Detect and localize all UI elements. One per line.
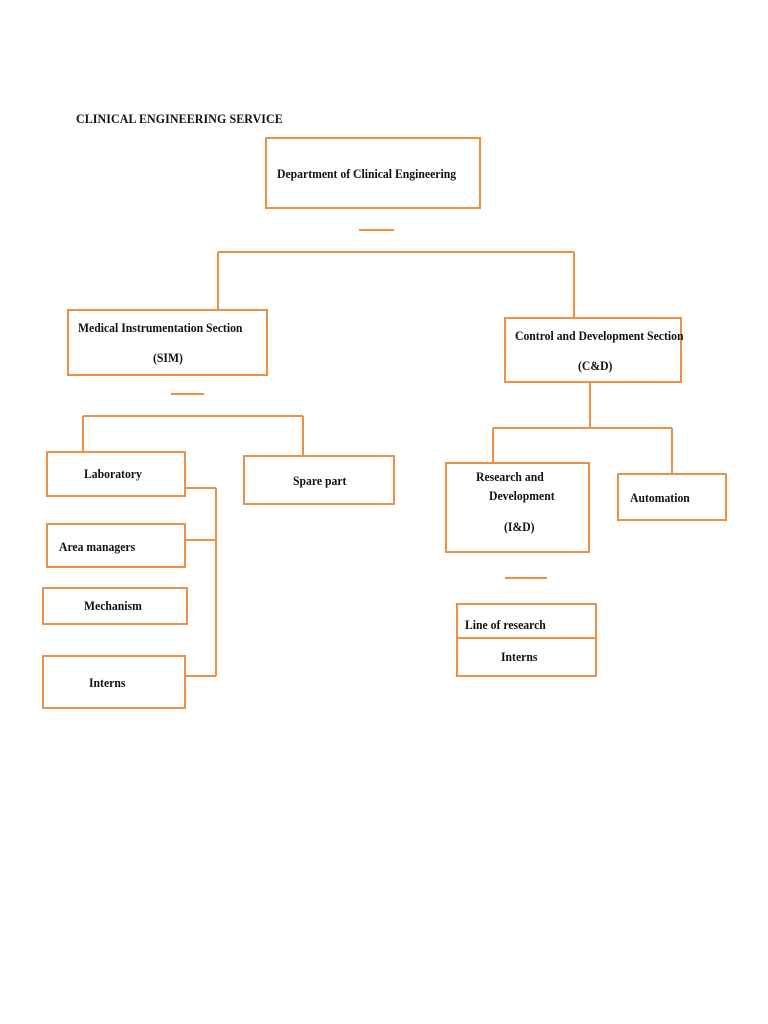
rd-label-line3: (I&D) <box>504 519 535 534</box>
laboratory-label: Laboratory <box>84 466 142 481</box>
rd-label-line1: Research and <box>476 469 544 484</box>
sim-label-line1: Medical Instrumentation Section <box>78 320 243 335</box>
interns-rd-box: Interns <box>456 637 597 677</box>
automation-label: Automation <box>630 490 690 505</box>
dept-box: Department of Clinical Engineering <box>265 137 481 209</box>
rd-label-line2: Development <box>489 488 555 503</box>
interns-sim-label: Interns <box>89 675 126 690</box>
mechanism-label: Mechanism <box>84 598 142 613</box>
line-of-research-box: Line of research <box>456 603 597 639</box>
interns-rd-label: Interns <box>501 649 538 664</box>
cd-label-line2: (C&D) <box>578 358 613 373</box>
spare-part-label: Spare part <box>293 473 347 488</box>
cd-box: Control and Development Section (C&D) <box>504 317 684 383</box>
line-of-research-label: Line of research <box>465 617 546 632</box>
spare-part-box: Spare part <box>243 455 395 505</box>
area-managers-label: Area managers <box>59 539 136 554</box>
sim-label-line2: (SIM) <box>153 350 183 365</box>
diagram-title: CLINICAL ENGINEERING SERVICE <box>76 111 283 126</box>
cd-label-line1: Control and Development Section <box>515 328 684 343</box>
mechanism-box: Mechanism <box>42 587 188 625</box>
automation-box: Automation <box>617 473 727 521</box>
laboratory-box: Laboratory <box>46 451 186 497</box>
sim-box: Medical Instrumentation Section (SIM) <box>67 309 268 376</box>
interns-sim-box: Interns <box>42 655 186 709</box>
area-managers-box: Area managers <box>46 523 186 568</box>
dept-label: Department of Clinical Engineering <box>277 166 457 181</box>
rd-box: Research and Development (I&D) <box>445 462 590 553</box>
